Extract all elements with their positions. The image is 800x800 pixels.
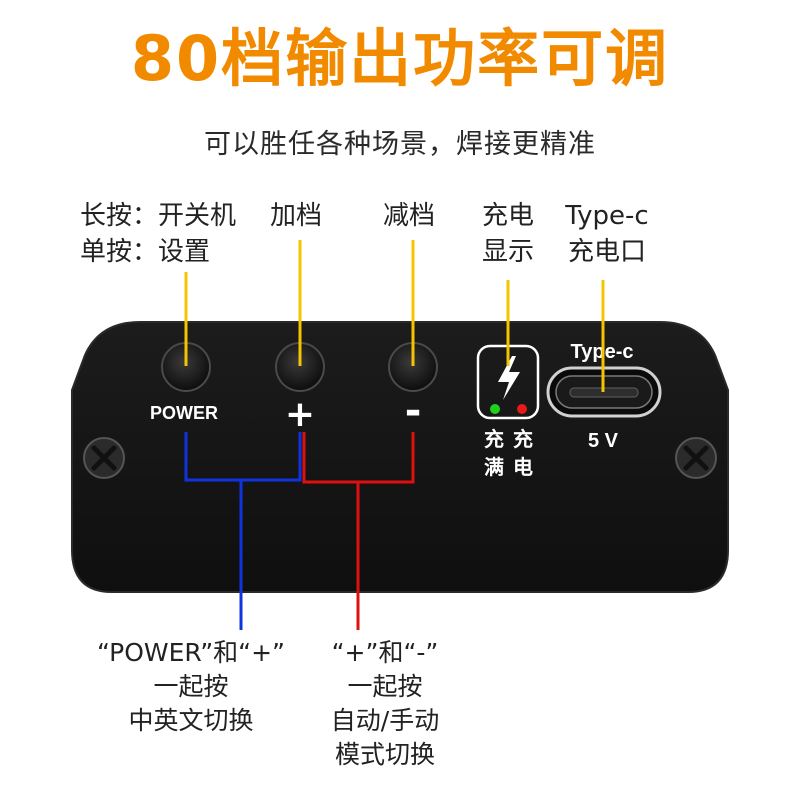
minus-symbol: - <box>405 388 422 434</box>
typec-callout-line2: 充电口 <box>567 237 646 267</box>
plus-minus-combo-line1: “+”和“-” <box>331 638 439 667</box>
typec-callout-line1: Type-c <box>565 201 649 231</box>
power-callout-label: 长按：开关机 单按：设置 <box>80 198 236 270</box>
plus-minus-combo-line4: 模式切换 <box>334 740 435 769</box>
typec-callout-label: Type-c 充电口 <box>552 198 662 270</box>
voltage-label: 5 V <box>588 430 619 452</box>
power-plus-combo-line2: 一起按 <box>153 672 229 701</box>
full-led-icon <box>490 404 500 414</box>
plus-callout-label: 加档 <box>270 201 323 231</box>
plus-minus-combo-line3: 自动/手动 <box>330 706 440 735</box>
left-screw-icon <box>83 437 125 479</box>
power-plus-combo-line3: 中英文切换 <box>128 706 254 735</box>
plus-minus-combo-line2: 一起按 <box>347 672 423 701</box>
power-plus-combo-label: “POWER”和“+” 一起按 中英文切换 <box>66 636 316 738</box>
charging-led-icon <box>517 404 527 414</box>
minus-callout-label: 减档 <box>383 201 436 231</box>
power-plus-combo-line1: “POWER”和“+” <box>96 638 286 667</box>
charge-callout-line1: 充电 <box>481 201 534 231</box>
charge-callout-label: 充电 显示 <box>476 198 540 270</box>
power-button-label: POWER <box>150 403 218 423</box>
power-plus-combo-line <box>184 432 302 482</box>
page-title: 80档输出功率可调 <box>130 22 670 95</box>
full-label-char2: 满 <box>484 455 504 479</box>
power-callout-line1: 长按：开关机 <box>80 201 237 231</box>
right-screw-icon <box>675 437 717 479</box>
charging-label-char1: 充 <box>513 427 533 451</box>
charging-label-char2: 电 <box>513 455 533 479</box>
full-label-char1: 充 <box>484 427 504 451</box>
plus-minus-combo-label: “+”和“-” 一起按 自动/手动 模式切换 <box>300 636 470 772</box>
power-callout-line2: 单按：设置 <box>80 237 211 267</box>
page-subtitle: 可以胜任各种场景，焊接更精准 <box>204 129 596 160</box>
plus-symbol: + <box>285 394 315 435</box>
lightning-icon <box>498 356 520 400</box>
charge-callout-line2: 显示 <box>481 237 534 267</box>
